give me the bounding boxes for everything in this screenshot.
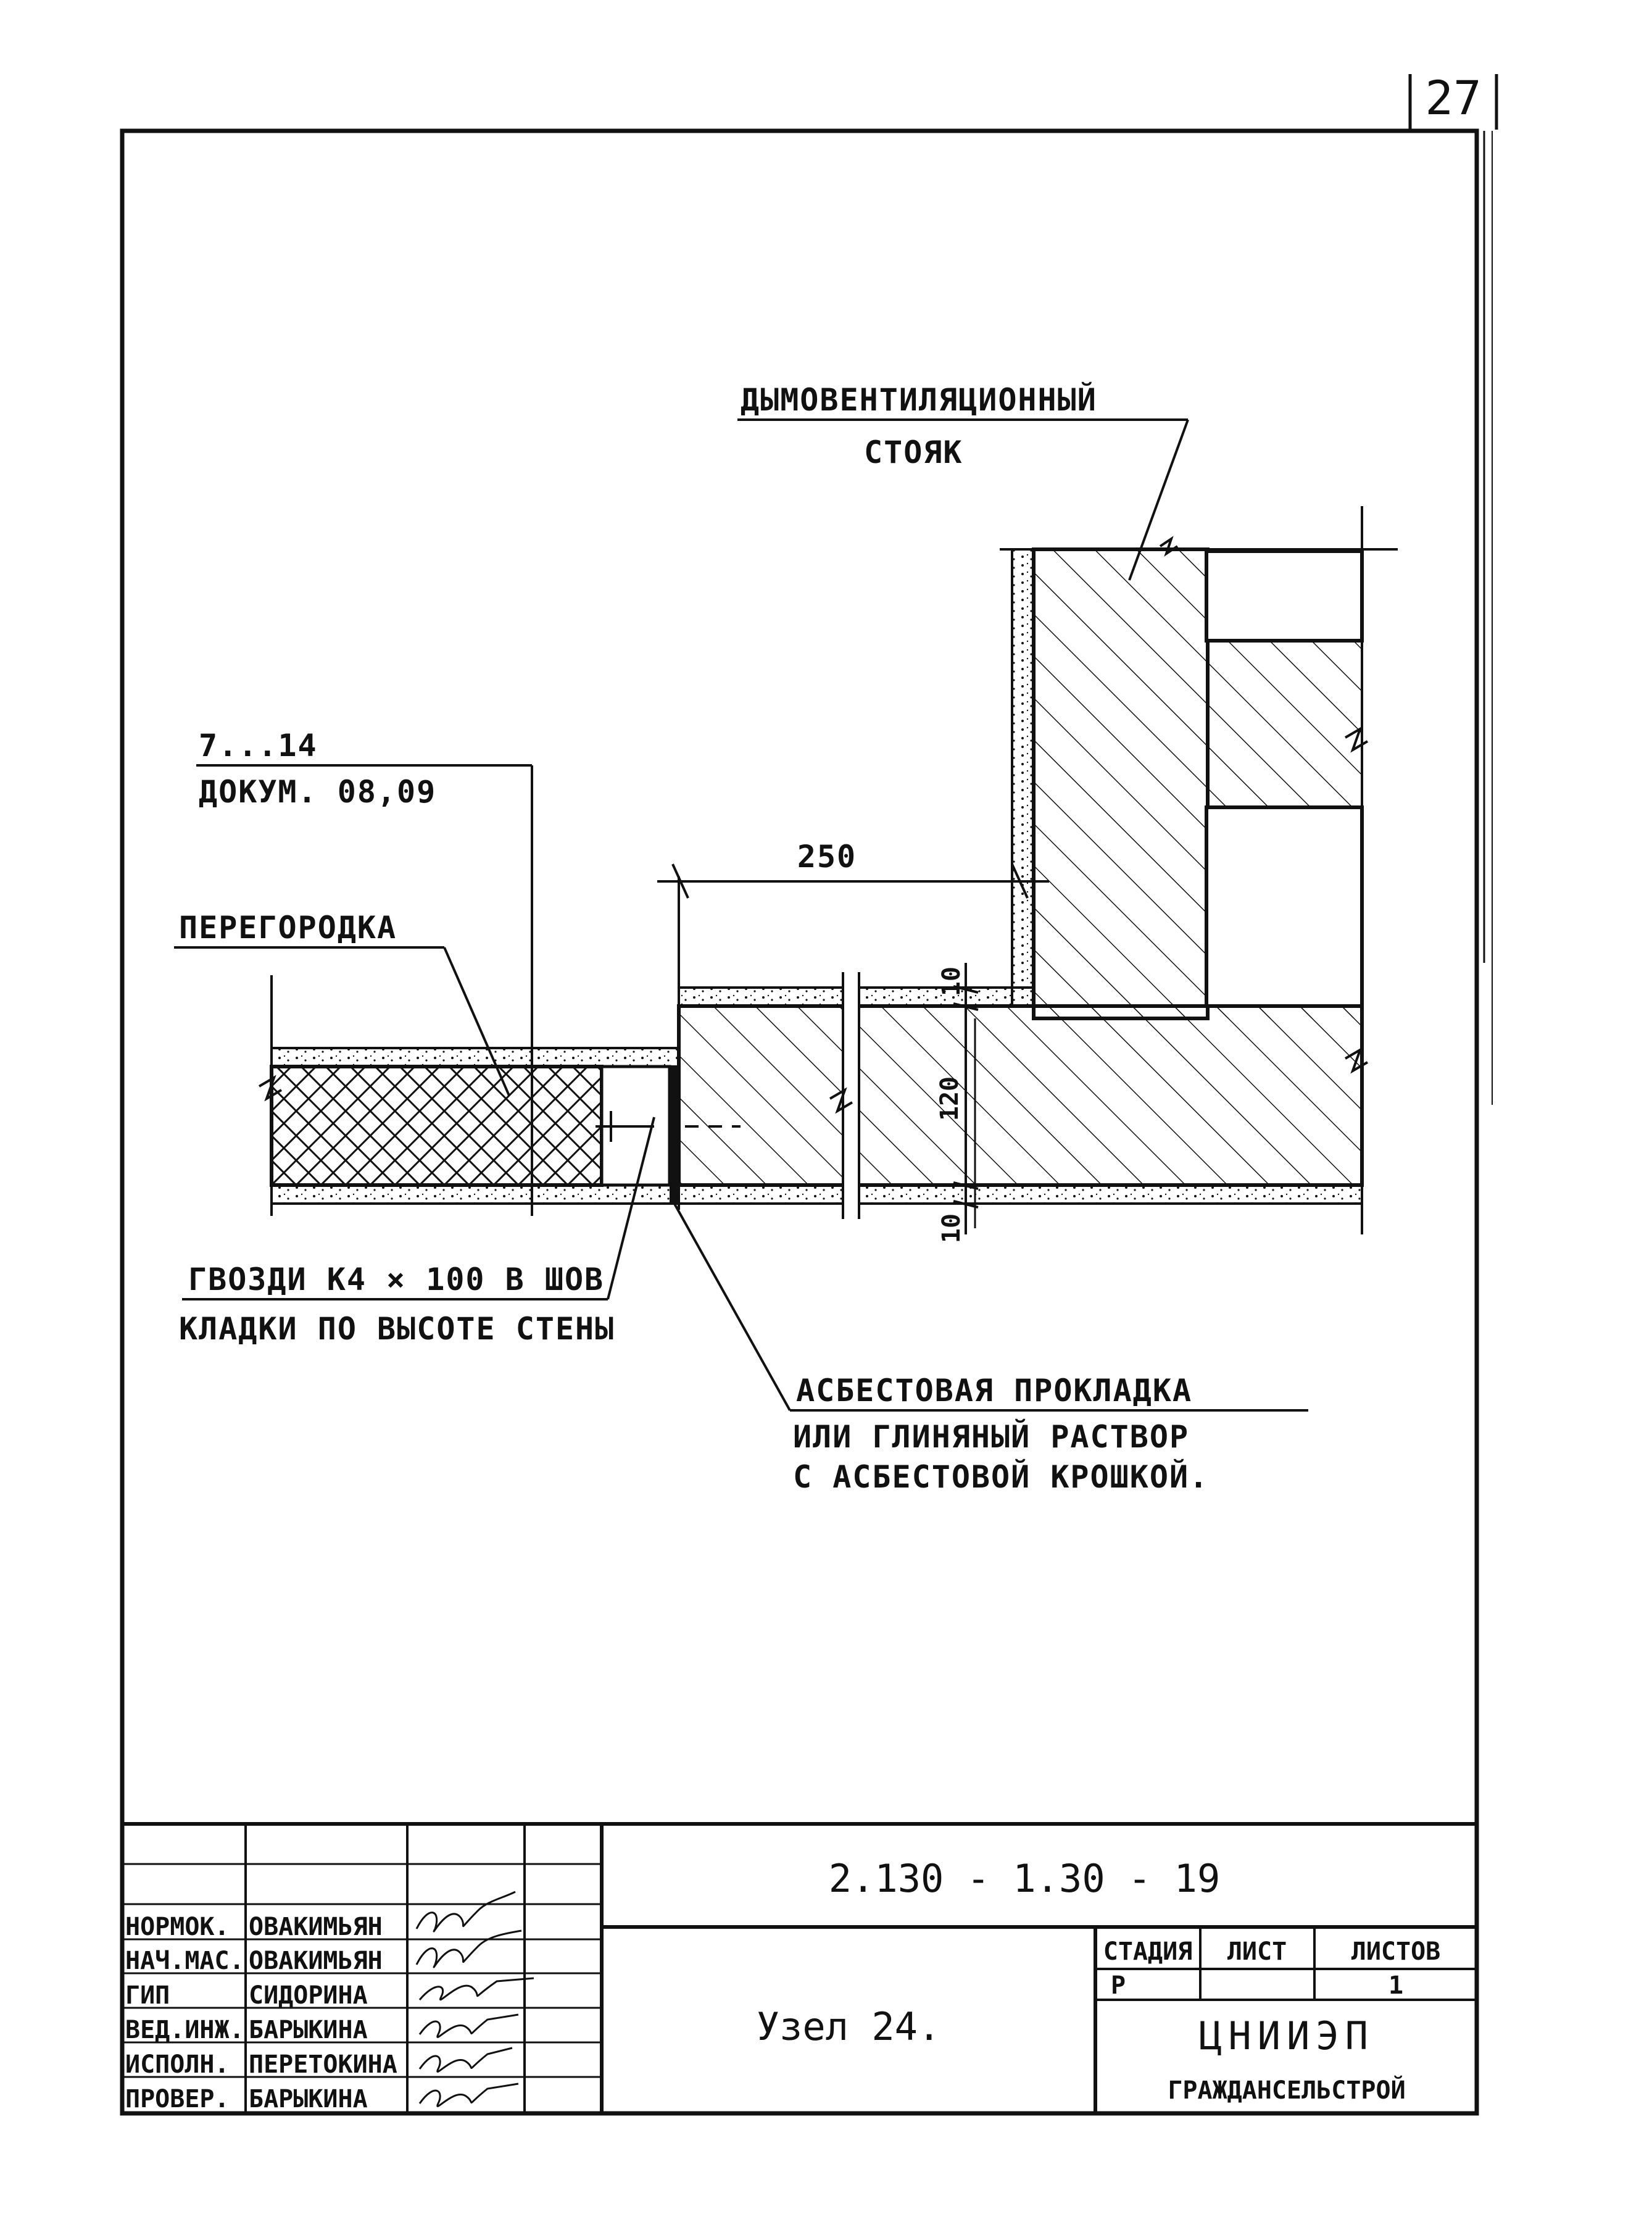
role-3: ВЕД.ИНЖ. [125, 2016, 244, 2044]
riser-masonry-vertical [1032, 547, 1210, 1020]
vent-channel-upper [1205, 549, 1364, 643]
org-line1: ЦНИИЭП [1199, 2013, 1374, 2058]
sheet-frame [120, 128, 1493, 2116]
plaster-wall-bottom [678, 1184, 1363, 1205]
leader-partition: ПЕРЕГОРОДКА [174, 910, 510, 1096]
role-0: НОРМОК. [125, 1913, 230, 1941]
label-gasket-line2: ИЛИ ГЛИНЯНЫЙ РАСТВОР [793, 1418, 1189, 1455]
name-0: ОВАКИМЬЯН [249, 1913, 383, 1941]
leader-riser: ДЫМОВЕНТИЛЯЦИОННЫЙ СТОЯК [737, 381, 1189, 581]
plaster-riser-face [1011, 548, 1035, 1007]
label-ref-line1: 7...14 [199, 728, 318, 764]
partition-body [270, 1065, 604, 1187]
leader-gasket: АСБЕСТОВАЯ ПРОКЛАДКА ИЛИ ГЛИНЯНЫЙ РАСТВО… [671, 1200, 1308, 1495]
label-riser-line1: ДЫМОВЕНТИЛЯЦИОННЫЙ [741, 381, 1097, 418]
label-riser-line2: СТОЯК [864, 435, 963, 470]
partition-plaster-top [270, 1047, 680, 1068]
dim-top-10: 10 [937, 967, 966, 996]
doc-code: 2.130 - 1.30 - 19 [829, 1856, 1221, 1901]
name-4: ПЕРЕТОКИНА [249, 2050, 397, 2079]
leader-doc-ref: 7...14 ДОКУМ. 08,09 [196, 728, 532, 810]
leader-nails: ГВОЗДИ К4 × 100 В ШОВ КЛАДКИ ПО ВЫСОТЕ С… [179, 1117, 655, 1347]
drawing-title: Узел 24. [757, 2004, 941, 2049]
dim-bottom-10: 10 [937, 1213, 966, 1243]
sheet-header: ЛИСТ [1227, 1937, 1287, 1966]
label-nails-line2: КЛАДКИ ПО ВЫСОТЕ СТЕНЫ [179, 1311, 615, 1347]
page-number-box: 27 [1408, 70, 1498, 130]
sheets-value: 1 [1388, 1971, 1403, 2000]
role-4: ИСПОЛН. [125, 2050, 230, 2079]
dimension-250: 250 [657, 839, 1049, 899]
vent-channel-lower [1205, 805, 1364, 1008]
sheets-header: ЛИСТОВ [1351, 1937, 1441, 1966]
label-gasket-line3: С АСБЕСТОВОЙ КРОШКОЙ. [793, 1458, 1209, 1495]
stage-value: Р [1111, 1971, 1126, 2000]
page-number: 27 [1425, 70, 1482, 125]
detail-drawing: 250 10 120 10 ДЫМОВЕНТИЛЯЦИОННЫЙ СТОЯК 7… [174, 381, 1398, 1495]
role-5: ПРОВЕР. [125, 2085, 230, 2113]
label-gasket-line1: АСБЕСТОВАЯ ПРОКЛАДКА [796, 1373, 1192, 1409]
name-5: БАРЫКИНА [249, 2085, 368, 2113]
handwritten-signatures [415, 1891, 534, 2107]
partition-plaster-bottom [270, 1184, 680, 1205]
asbestos-gasket [670, 1067, 679, 1204]
org-line2: ГРАЖДАНСЕЛЬСТРОЙ [1168, 2075, 1405, 2105]
label-nails-line1: ГВОЗДИ К4 × 100 В ШОВ [188, 1262, 604, 1297]
dim-250-text: 250 [797, 839, 857, 875]
wall-break-gap [844, 975, 858, 1216]
nail-symbol [596, 1111, 741, 1142]
dim-120: 120 [936, 1076, 964, 1121]
name-3: БАРЫКИНА [249, 2016, 368, 2044]
dimension-vertical-chain: 10 120 10 [936, 963, 979, 1243]
masonry-wall-horizontal [677, 1004, 1364, 1187]
name-1: ОВАКИМЬЯН [249, 1947, 383, 1975]
signature-rows: НОРМОК. ОВАКИМЬЯН НАЧ.МАС. ОВАКИМЬЯН ГИП… [125, 1913, 397, 2113]
title-block: НОРМОК. ОВАКИМЬЯН НАЧ.МАС. ОВАКИМЬЯН ГИП… [122, 1822, 1477, 2113]
name-2: СИДОРИНА [249, 1981, 368, 2010]
label-ref-line2: ДОКУМ. 08,09 [199, 774, 436, 810]
role-1: НАЧ.МАС. [125, 1947, 244, 1975]
stage-header: СТАДИЯ [1103, 1937, 1193, 1966]
label-partition: ПЕРЕГОРОДКА [179, 910, 397, 946]
role-2: ГИП [125, 1981, 170, 2010]
